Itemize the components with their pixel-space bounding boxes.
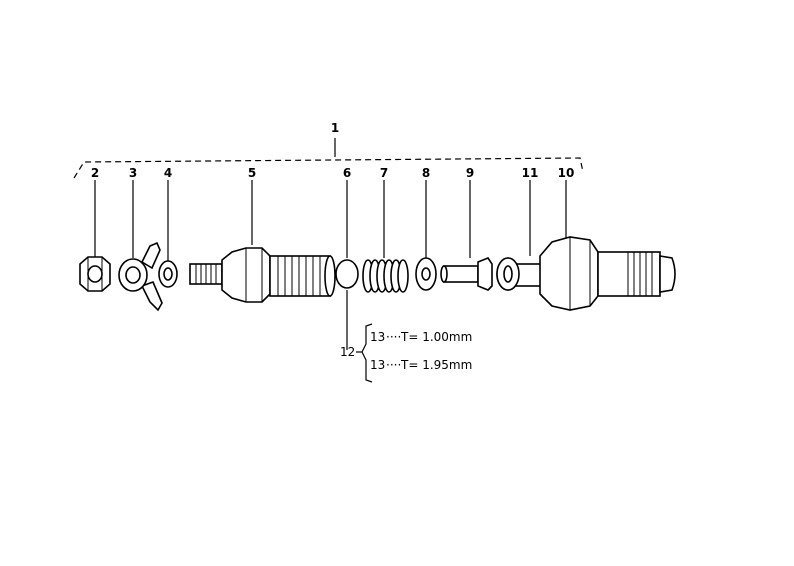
part-labels: 2 3 4 5 6 7 8 9 10 11 bbox=[91, 166, 575, 180]
shim-part bbox=[335, 259, 359, 289]
banjo-fitting-part bbox=[118, 241, 163, 312]
label-needle: 11 bbox=[522, 166, 539, 180]
label-washer: 4 bbox=[164, 166, 172, 180]
pressure-pin-part bbox=[440, 257, 493, 291]
label-nut: 2 bbox=[91, 166, 99, 180]
label-banjo-fitting: 3 bbox=[129, 166, 137, 180]
holder-body-part bbox=[189, 247, 336, 303]
label-spring: 7 bbox=[380, 166, 388, 180]
svg-text:····: ···· bbox=[386, 358, 401, 372]
leader-lines bbox=[94, 180, 567, 350]
needle-part bbox=[496, 257, 547, 291]
shim-variant-2-spec: T= 1.95mm bbox=[400, 358, 472, 372]
shim-variant-1-spec: T= 1.00mm bbox=[400, 330, 472, 344]
nut-part bbox=[79, 256, 111, 292]
spring-part bbox=[362, 259, 409, 293]
shim-variant-1-part: 13 bbox=[370, 330, 385, 344]
svg-text:····: ···· bbox=[386, 330, 401, 344]
shim-variant-2-part: 13 bbox=[370, 358, 385, 372]
shim-variants-label: 12 bbox=[340, 345, 355, 359]
assembly-label: 1 bbox=[331, 121, 339, 135]
shim-variants-callout: 12 13 ···· T= 1.00mm 13 ···· T= 1.95mm bbox=[340, 323, 472, 383]
washer-part bbox=[158, 260, 178, 288]
nozzle-body-part bbox=[539, 236, 676, 311]
label-holder-body: 5 bbox=[248, 166, 256, 180]
assembly-bracket: 1 bbox=[73, 121, 584, 179]
label-spring-seat: 8 bbox=[422, 166, 430, 180]
label-nozzle-body: 10 bbox=[558, 166, 575, 180]
spring-seat-part bbox=[415, 257, 437, 291]
label-shim: 6 bbox=[343, 166, 351, 180]
label-pressure-pin: 9 bbox=[466, 166, 474, 180]
